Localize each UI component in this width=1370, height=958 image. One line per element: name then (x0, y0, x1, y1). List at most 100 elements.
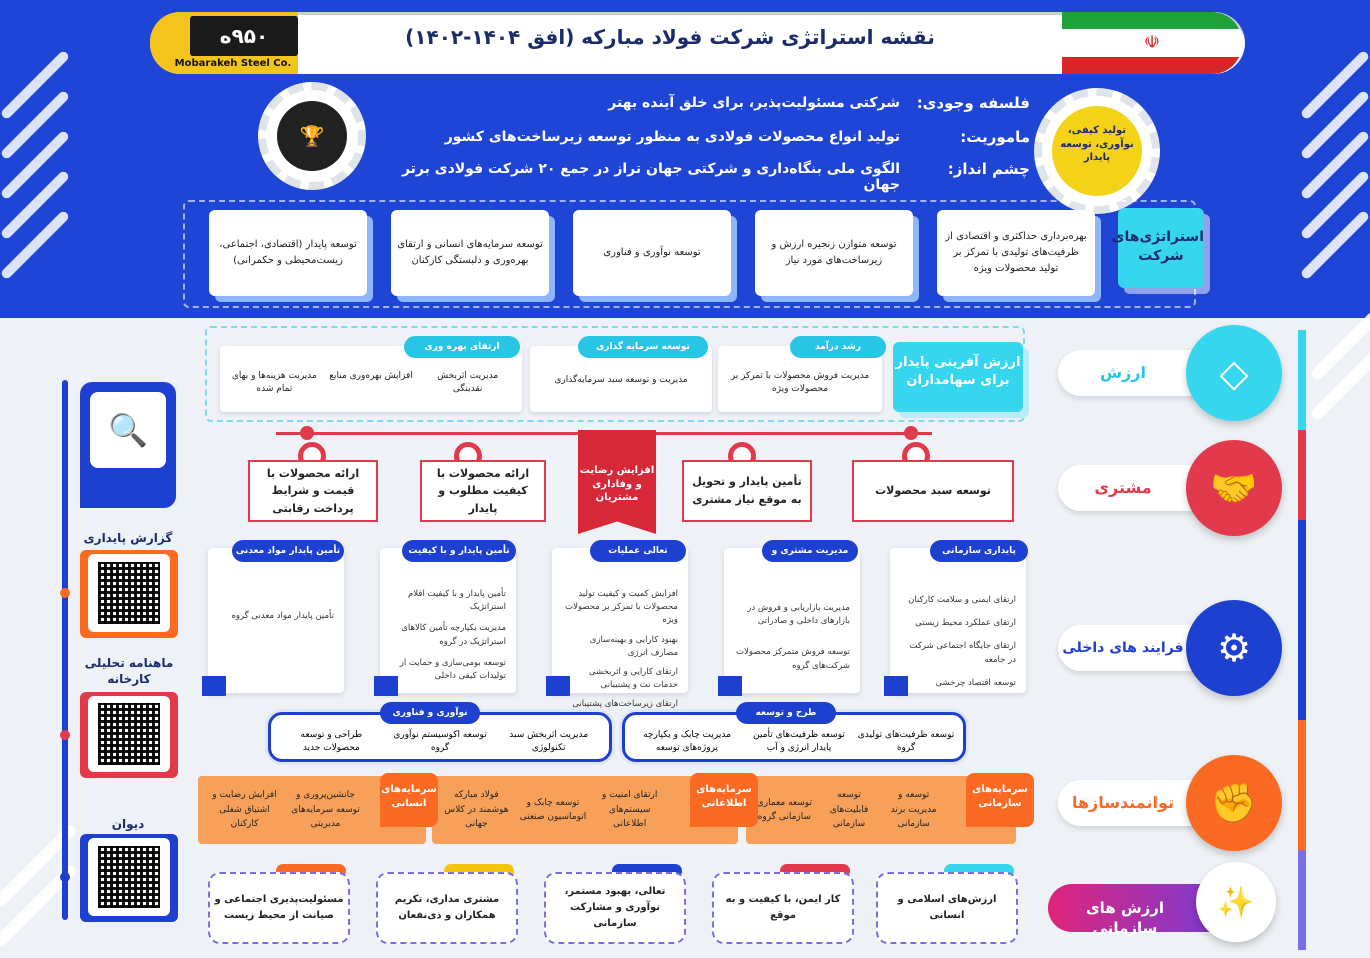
process-tag: تأمین پایدار مواد معدنی (232, 540, 344, 562)
core-value-card: مسئولیت‌پذیری اجتماعی و صیانت از محیط زی… (208, 872, 350, 944)
process-item: ارتقای جایگاه اجتماعی شرکت در جامعه (909, 641, 1016, 665)
process-card: افزایش کمیت و کیفیت تولید محصولات با تمر… (552, 548, 688, 722)
enabler-item: توسعه چابک و اتوماسیون صنعتی (519, 797, 587, 822)
value-head: ارزش آفرینی پایدار برای سهامداران (893, 342, 1023, 412)
process-card: تأمین پایدار و با کیفیت اقلام استراتژیک … (380, 548, 516, 693)
enabler-card: ارتقای امنیت و سیستم‌های اطلاعاتی توسعه … (432, 776, 738, 844)
process-card: مدیریت بازاریابی و فروش در بازارهای داخل… (724, 548, 860, 693)
process-tag: مدیریت مشتری و بازار (762, 540, 858, 578)
mission-text: الگوی ملی بنگاه‌داری و شرکتی جهان تراز د… (401, 161, 900, 193)
mission-label: ماموریت: (960, 128, 1030, 146)
process-item: تأمین پایدار مواد معدنی گروه (231, 611, 334, 621)
fist-icon: ✊ (1186, 755, 1282, 851)
value-item: مدیریت هزینه‌ها و بهای تمام شده (231, 371, 317, 395)
flag-icon: ☫ (1062, 12, 1242, 74)
bar-internal (1298, 520, 1306, 720)
enabler-head: سرمایه‌های اطلاعاتی (690, 773, 758, 827)
innovation-item: مدیریت اثربخش سبد تکنولوژی (509, 729, 589, 754)
qr-code[interactable] (88, 696, 170, 772)
value-frame (205, 326, 1025, 422)
hand-stars-icon: ✨ (1196, 862, 1276, 942)
process-tag: تعالی عملیات (590, 540, 686, 562)
process-tag: تأمین پایدار و با کیفیت (402, 540, 516, 562)
process-item: مدیریت بازاریابی و فروش در بازارهای داخل… (747, 603, 850, 627)
process-item: ارتقای کارایی و اثربخشی خدمات نت و پشتیب… (588, 666, 678, 691)
core-value-card: مشتری مداری، تکریم همکاران و ذی‌نفعان (376, 872, 518, 944)
value-tag: توسعه سرمایه گذاری (578, 336, 708, 358)
innovation-item: طراحی و توسعه محصولات جدید (300, 729, 363, 754)
value-item: مدیریت فروش محصولات با تمرکز بر محصولات … (730, 371, 870, 395)
customer-center: افزایش رضایت و وفاداری مشتریان (578, 430, 656, 534)
rd-item: توسعه ظرفیت‌های تأمین پایدار انرژی و آب (753, 729, 845, 754)
enabler-item: جانشین‌پروری و توسعه سرمایه‌های مدیریتی (291, 790, 360, 830)
enabler-item: توسعه معماری سازمانی گروه (756, 797, 812, 822)
enabler-item: ارتقای امنیت و سیستم‌های اطلاعاتی (601, 790, 658, 830)
process-item: توسعه فروش متمرکز محصولات شرکت‌های گروه (736, 647, 850, 671)
bar-values (1298, 850, 1306, 950)
value-item: مدیریت و توسعه سبد سرمایه‌گذاری (554, 375, 688, 385)
rd-tag: طرح و توسعه (736, 702, 836, 724)
enabler-item: فولاد مبارکه هوشمند در کلاس جهانی (444, 790, 509, 830)
qr-search-icon: 🔍 (90, 392, 166, 468)
handshake-icon: 🤝 (1186, 440, 1282, 536)
bar-value (1298, 330, 1306, 430)
customer-card: ارائه محصولات با قیمت و شرایط پرداخت رقا… (248, 460, 378, 522)
bar-enablers (1298, 720, 1306, 850)
innovation-item: توسعه اکوسیستم نوآوری گروه (393, 729, 487, 754)
qr-label: دیوان (111, 817, 145, 831)
flag-emblem: ☫ (1062, 29, 1242, 57)
factory-icon: ⚙ (1186, 600, 1282, 696)
logo-text: Mobarakeh Steel Co. (174, 58, 292, 69)
enabler-head: سرمایه‌های انسانی (380, 773, 438, 827)
award-icon: 🏆 (277, 101, 347, 171)
process-item: افزایش کمیت و کیفیت تولید محصولات با تمر… (565, 589, 678, 626)
process-item: ارتقای عملکرد محیط زیستی (915, 618, 1016, 629)
strategy-card: توسعه نوآوری و فناوری (573, 210, 731, 296)
innovation-tag: نوآوری و فناوری (380, 702, 480, 724)
diamond-icon: ◇ (1186, 325, 1282, 421)
process-item: مدیریت یکپارچه تأمین کالاهای استراتژیک د… (401, 623, 506, 647)
strategy-card: توسعه سرمایه‌های انسانی و ارتقای بهره‌ور… (391, 210, 549, 296)
strategy-card: توسعه پایدار (اقتصادی، اجتماعی، زیست‌محی… (209, 210, 367, 296)
gear-core-text: تولید کیفی، نوآوری، توسعه پایدار (1052, 106, 1142, 196)
process-card: تأمین پایدار مواد معدنی گروه (208, 548, 344, 693)
rd-item: مدیریت چابک و یکپارچه پروژه‌های توسعه (643, 729, 731, 754)
process-item: ارتقای ایمنی و سلامت کارکنان (908, 595, 1016, 605)
page-title: نقشه استراتژی شرکت فولاد مبارکه (افق ۱۴۰… (405, 25, 935, 49)
qr-label: ماهنامه تحلیلی کارخانه (84, 656, 174, 687)
process-card: ارتقای ایمنی و سلامت کارکنان ارتقای عملک… (890, 548, 1026, 693)
mission-text: تولید انواع محصولات فولادی به منظور توسع… (444, 129, 900, 145)
qr-code[interactable] (88, 838, 170, 916)
enabler-item: توسعه و مدیریت برند سازمانی (890, 790, 937, 830)
mission-label: فلسفه وجودی: (916, 94, 1030, 112)
process-item: تأمین پایدار و با کیفیت اقلام استراتژیک (408, 589, 506, 613)
enabler-item: توسعه قابلیت‌های سازمانی (829, 790, 869, 830)
customer-card: تأمین پایدار و تحویل به موقع نیاز مشتری (682, 460, 812, 522)
innovation-bar: مدیریت اثربخش سبد تکنولوژی توسعه اکوسیست… (268, 712, 612, 762)
value-tag: رشد درآمد (790, 336, 886, 358)
qr-label: گزارش پایداری (83, 531, 173, 545)
customer-card: توسعه سبد محصولات (852, 460, 1014, 522)
enabler-item: افزایش رضایت و اشتیاق شغلی کارکنان (212, 790, 277, 830)
bar-customer (1298, 430, 1306, 520)
qr-code[interactable] (88, 554, 170, 632)
strategy-card: بهره‌برداری حداکثری و اقتصادی از ظرفیت‌ه… (937, 210, 1095, 296)
enabler-head: سرمایه‌های سازمانی (966, 773, 1034, 827)
value-tag: ارتقای بهره وری (404, 336, 520, 358)
process-item: توسعه اقتصاد چرخشی (935, 677, 1016, 688)
rd-item: توسعه ظرفیت‌های تولیدی گروه (857, 729, 955, 754)
perspective-values-label: ارزش های سازمانی (1085, 899, 1165, 938)
logo-mark: ۹۵۰ه (190, 16, 298, 56)
process-item: توسعه بومی‌سازی و حمایت از تولیدات کیفی … (399, 657, 506, 681)
process-tag: پایداری سازمانی (930, 540, 1028, 562)
strategy-card: توسعه متوازن زنجیره ارزش و زیرساخت‌های م… (755, 210, 913, 296)
mission-label: چشم انداز: (947, 160, 1030, 178)
strategies-title: استراتژی‌های شرکت (1112, 208, 1204, 288)
core-value-card: تعالی، بهبود مستمر، نوآوری و مشارکت سازم… (544, 872, 686, 944)
core-value-card: کار ایمن، با کیفیت و به موقع (712, 872, 854, 944)
value-item: مدیریت اثربخش نقدینگی (437, 371, 499, 395)
process-item: بهبود کارایی و بهینه‌سازی مصارف انرژی (589, 634, 678, 658)
mission-text: شرکتی مسئولیت‌پذیر، برای خلق آینده بهتر (608, 95, 900, 111)
qr-rail (62, 380, 68, 920)
customer-card: ارائه محصولات با کیفیت مطلوب و پایدار (420, 460, 546, 522)
